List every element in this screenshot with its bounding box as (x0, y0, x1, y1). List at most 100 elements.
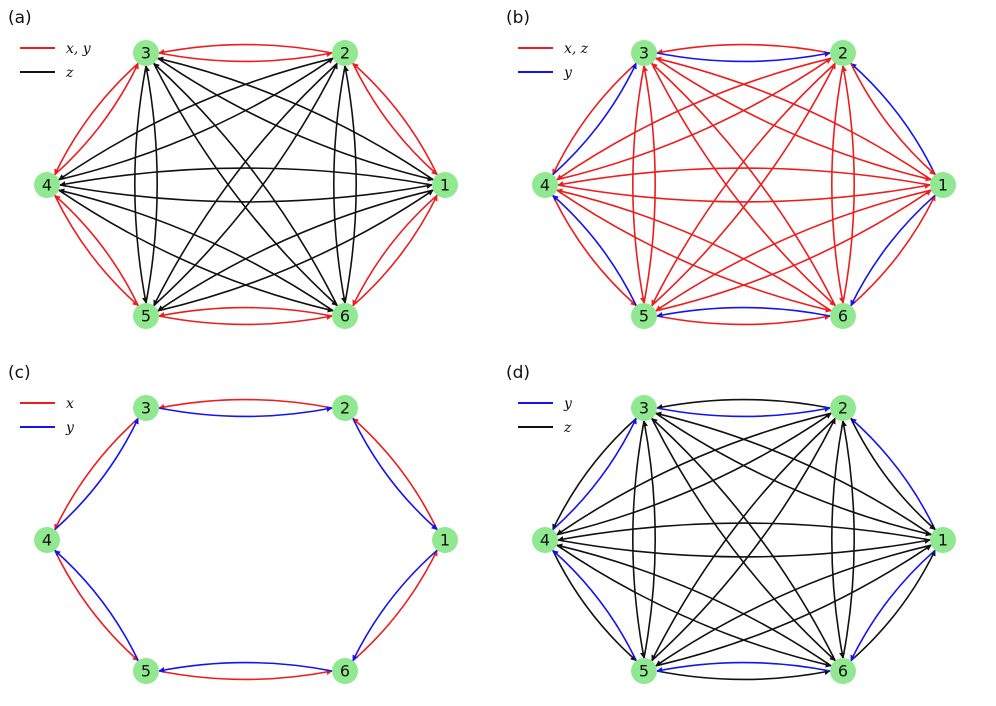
edge-6-to-1 (850, 194, 936, 307)
node-label: 6 (340, 662, 350, 681)
edge-6-to-5 (158, 306, 333, 318)
edge-1-to-4 (557, 167, 931, 187)
edge-1-to-5 (157, 189, 434, 312)
panel-label: (d) (506, 363, 530, 383)
legend-label: y (563, 396, 573, 412)
legend-label: y (563, 65, 573, 81)
node-circle (631, 395, 657, 421)
edge-1-to-6 (352, 549, 438, 662)
node-label: 3 (141, 44, 151, 63)
edges (54, 398, 438, 681)
edge-4-to-5 (552, 195, 637, 307)
edge-5-to-1 (655, 189, 932, 312)
edge-4-to-3 (552, 417, 637, 531)
edge-5-to-6 (158, 314, 333, 326)
edge-3-to-6 (651, 418, 836, 662)
node-2: 2 (830, 395, 856, 421)
node-circle (133, 40, 159, 66)
node-circle (332, 658, 358, 684)
node-label: 2 (340, 44, 350, 63)
edge-2-to-1 (850, 63, 936, 176)
node-label: 5 (639, 307, 649, 326)
node-circle (631, 658, 657, 684)
node-label: 4 (42, 531, 52, 550)
node-label: 1 (938, 176, 948, 195)
edge-2-to-5 (651, 62, 836, 307)
edge-1-to-2 (352, 417, 438, 530)
node-circle (432, 527, 458, 553)
node-label: 5 (141, 662, 151, 681)
legend-label: z (563, 420, 572, 436)
edge-2-to-1 (352, 63, 438, 176)
edge-2-to-3 (158, 43, 333, 55)
node-6: 6 (830, 303, 856, 329)
edge-4-to-6 (556, 189, 832, 313)
edge-1-to-5 (655, 189, 932, 312)
node-circle (332, 303, 358, 329)
edge-4-to-3 (54, 62, 139, 176)
node-label: 5 (141, 307, 151, 326)
edge-1-to-2 (850, 417, 936, 530)
node-label: 3 (141, 399, 151, 418)
legend-label: z (65, 65, 74, 81)
edge-6-to-5 (158, 661, 333, 673)
edge-6-to-3 (651, 417, 836, 661)
edge-5-to-6 (158, 669, 333, 681)
node-circle (34, 172, 60, 198)
panel-label: (b) (506, 8, 530, 28)
legend: x, yz (20, 41, 92, 81)
node-6: 6 (830, 658, 856, 684)
panel-label: (c) (8, 363, 31, 383)
edge-1-to-2 (352, 62, 438, 175)
node-4: 4 (532, 527, 558, 553)
node-3: 3 (133, 40, 159, 66)
node-5: 5 (133, 658, 159, 684)
edge-4-to-5 (54, 550, 139, 662)
node-label: 6 (340, 307, 350, 326)
edge-3-to-4 (54, 417, 139, 531)
edge-5-to-2 (651, 62, 836, 307)
edge-5-to-3 (642, 420, 656, 659)
node-circle (432, 172, 458, 198)
edge-4-to-5 (552, 550, 637, 662)
node-label: 4 (42, 176, 52, 195)
node-circle (332, 395, 358, 421)
edge-5-to-1 (655, 544, 932, 667)
edge-2-to-3 (158, 398, 333, 410)
edge-4-to-2 (58, 57, 334, 181)
edge-2-to-3 (656, 398, 831, 410)
edge-3-to-1 (655, 57, 932, 182)
edge-2-to-1 (850, 418, 936, 531)
edges (54, 43, 438, 326)
legend-label: y (65, 420, 75, 436)
node-label: 3 (639, 44, 649, 63)
node-6: 6 (332, 658, 358, 684)
edge-4-to-6 (58, 189, 334, 313)
edge-4-to-1 (59, 183, 433, 203)
edge-5-to-3 (642, 65, 656, 304)
edge-3-to-2 (656, 406, 831, 418)
node-3: 3 (631, 395, 657, 421)
edge-2-to-4 (58, 57, 334, 181)
node-label: 3 (639, 399, 649, 418)
node-circle (133, 658, 159, 684)
panel-label: (a) (8, 8, 32, 28)
edge-5-to-1 (157, 189, 434, 312)
edge-2-to-5 (651, 417, 836, 662)
edge-6-to-1 (352, 549, 438, 662)
edge-3-to-2 (656, 51, 831, 63)
node-3: 3 (133, 395, 159, 421)
legend-label: x, z (564, 41, 589, 57)
edge-2-to-4 (556, 57, 832, 181)
edge-3-to-1 (655, 412, 932, 537)
node-5: 5 (133, 303, 159, 329)
edge-5-to-4 (552, 549, 637, 661)
edge-3-to-2 (158, 406, 333, 418)
edge-1-to-6 (352, 194, 438, 307)
edge-4-to-2 (556, 57, 832, 181)
edge-2-to-3 (656, 43, 831, 55)
edge-3-to-4 (552, 62, 637, 176)
node-2: 2 (332, 395, 358, 421)
